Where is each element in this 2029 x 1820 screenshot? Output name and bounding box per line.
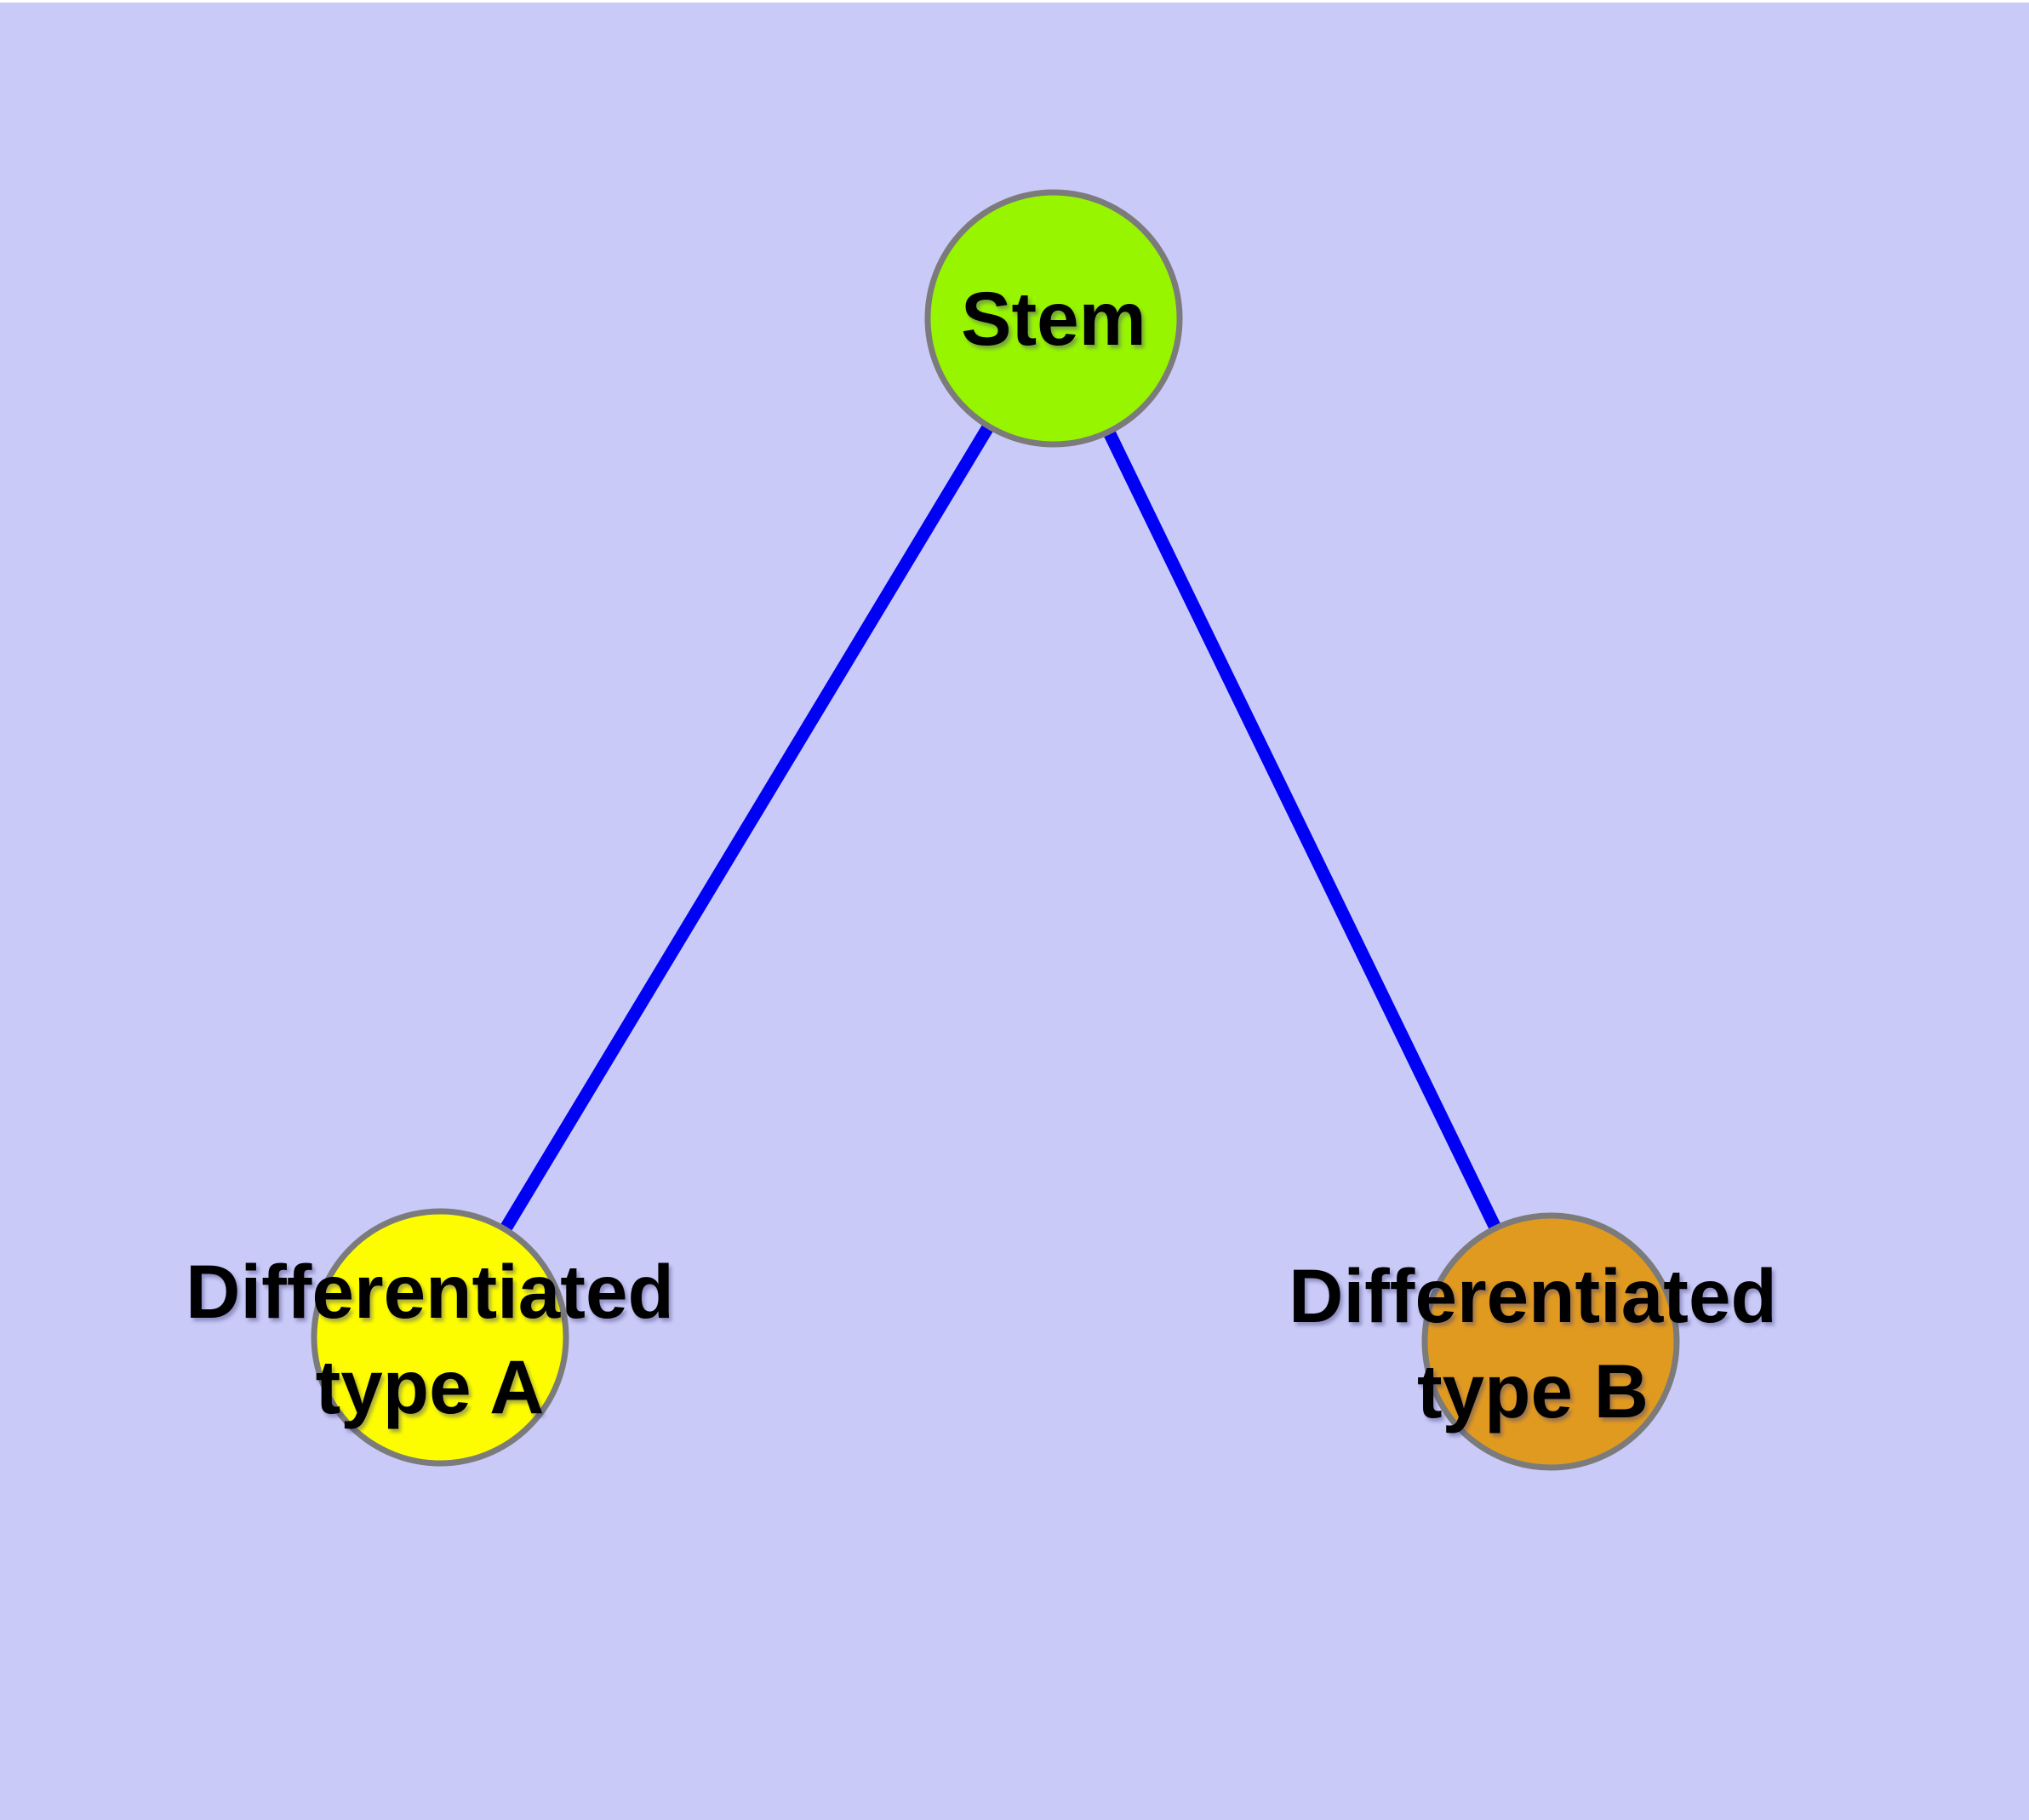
edge-stem-to-type-b	[1048, 315, 1557, 1345]
stem-node	[924, 189, 1183, 448]
stem-node-label: Stem	[961, 276, 1146, 361]
differentiated-type-a-node	[311, 1208, 569, 1467]
differentiated-type-b-label-line2: type B	[1417, 1348, 1649, 1434]
top-edge-strip	[0, 0, 2029, 3]
differentiated-type-a-label-line1: Differentiated	[186, 1249, 674, 1334]
differentiated-type-b-label-line1: Differentiated	[1289, 1253, 1777, 1338]
differentiated-type-a-label-line2: type A	[316, 1344, 545, 1429]
differentiated-type-b-node	[1421, 1212, 1680, 1471]
edge-stem-to-type-a	[434, 315, 1060, 1341]
